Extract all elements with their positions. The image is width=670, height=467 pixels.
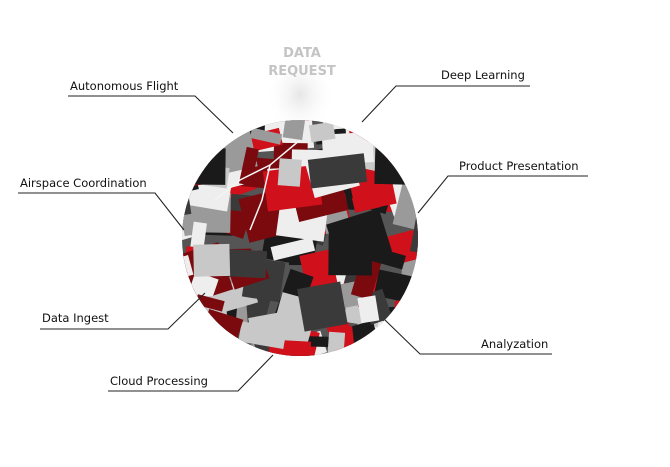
sphere-block [388,302,418,327]
label-analyzation: Analyzation [481,337,548,351]
leader-autonomous-flight [68,95,234,134]
sphere-block [328,234,373,276]
sphere-block [182,147,226,185]
leader-cloud-processing [108,354,274,392]
label-product-presentation: Product Presentation [459,159,579,173]
sphere-block [182,183,192,217]
sphere-block [393,300,411,330]
label-autonomous-flight: Autonomous Flight [70,79,179,93]
sphere-block [308,121,336,143]
sphere-block [182,145,214,166]
sphere-block [270,237,316,261]
sphere-block [396,120,418,131]
sphere-block [382,127,418,156]
sphere-block [374,143,418,186]
sphere-block [182,319,230,356]
label-deep-learning: Deep Learning [441,68,525,82]
label-cloud-processing: Cloud Processing [110,374,208,388]
sphere-block [282,120,309,141]
sphere-block [195,294,225,312]
sphere-block [248,311,285,334]
sphere-block [376,120,399,148]
sphere-block [182,141,199,195]
data-request-line2: REQUEST [268,64,336,79]
sphere-block [184,120,207,144]
sphere-block [182,120,219,146]
sphere-block [182,322,211,356]
sphere-block [380,327,413,356]
sphere-block [392,179,418,235]
sphere-block [351,192,380,213]
sphere-block [182,343,199,356]
sphere-block [182,132,200,189]
sphere-block [182,120,238,147]
sphere-block [182,317,217,352]
sphere-block [193,243,231,277]
leader-deep-learning [361,85,530,123]
sphere-block [366,335,404,356]
sphere-block [326,331,346,356]
label-airspace-coordination: Airspace Coordination [20,176,147,190]
sphere-block [182,322,228,356]
sphere-block [262,164,323,212]
leader-analyzation [384,319,552,355]
leader-airspace-coordination [18,192,185,231]
leader-product-presentation [417,175,588,214]
sphere-block [187,120,246,145]
sphere-block [238,146,259,186]
data-request-glow [265,55,335,135]
data-request-line1: DATA [283,46,321,61]
block-sphere [182,120,418,356]
sphere-block [307,153,368,189]
sphere-block [408,151,418,168]
sphere-block [182,133,206,151]
sphere-block [357,295,380,324]
sphere-block [392,123,418,149]
sphere-block [188,120,214,141]
lightning-icon [214,139,301,231]
sphere-block [277,158,302,187]
sphere-block [404,328,418,349]
sphere-block [182,288,200,335]
sphere-block [297,281,348,332]
sphere-block [182,255,194,280]
leader-data-ingest [40,292,206,330]
sphere-block [249,127,283,145]
sphere-block [410,207,418,254]
label-data-ingest: Data Ingest [42,311,109,325]
sphere-block [182,227,193,247]
sphere-block [187,320,213,347]
